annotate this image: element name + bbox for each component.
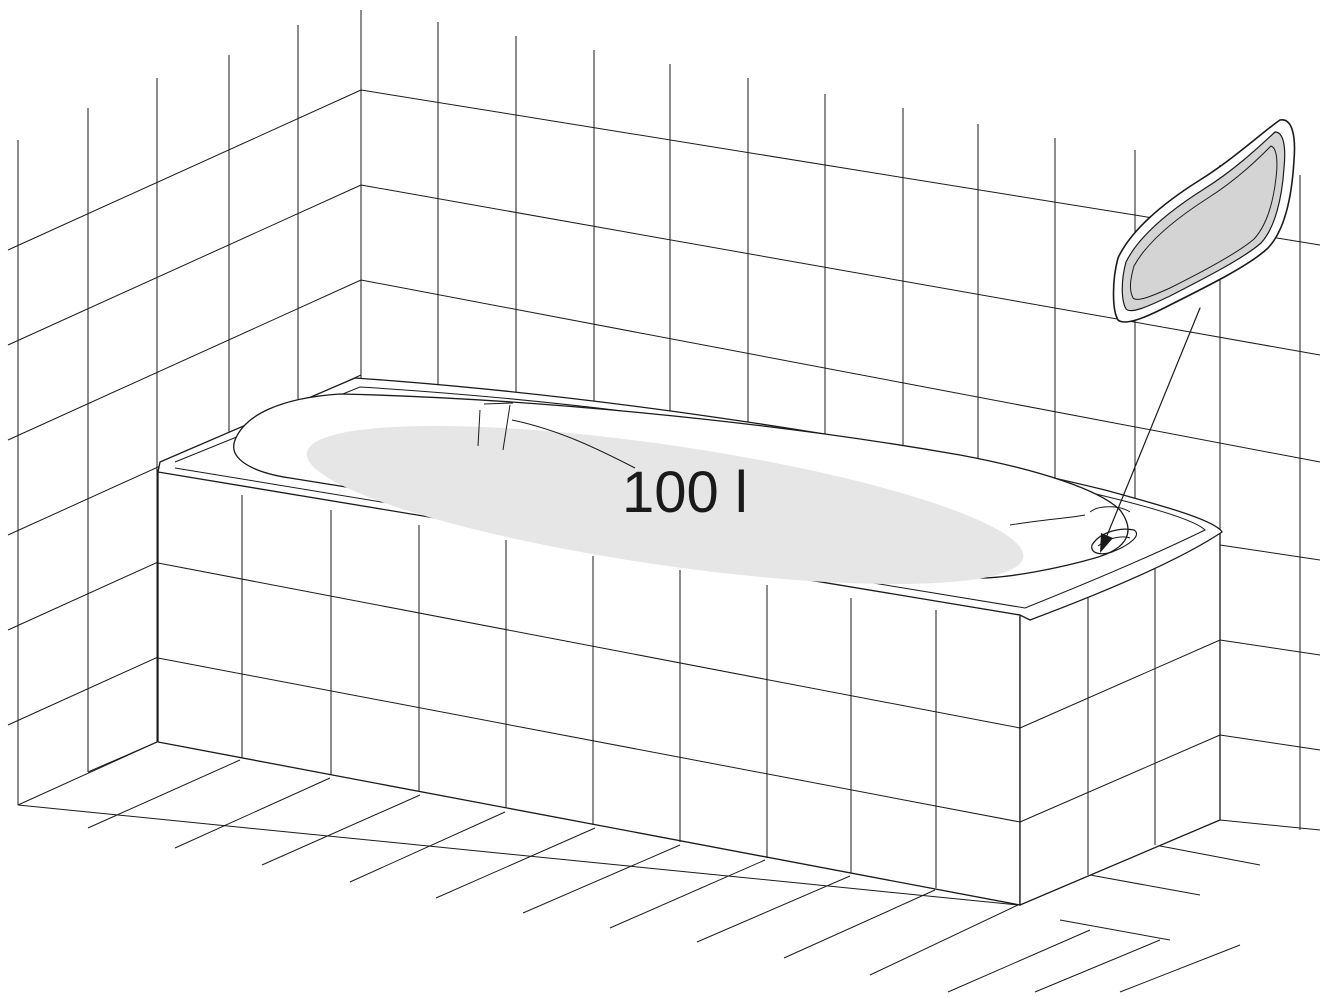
right-wall-tiles: [1219, 544, 1321, 751]
water-surface: [306, 425, 1024, 585]
headrest-recess: [1091, 528, 1138, 555]
floor-tiles: [17, 741, 1321, 993]
mounting-arrow: [1100, 307, 1201, 553]
tub-basin: [233, 393, 1138, 585]
headrest-icon: [1112, 119, 1296, 323]
volume-label: 100 l: [622, 460, 748, 525]
